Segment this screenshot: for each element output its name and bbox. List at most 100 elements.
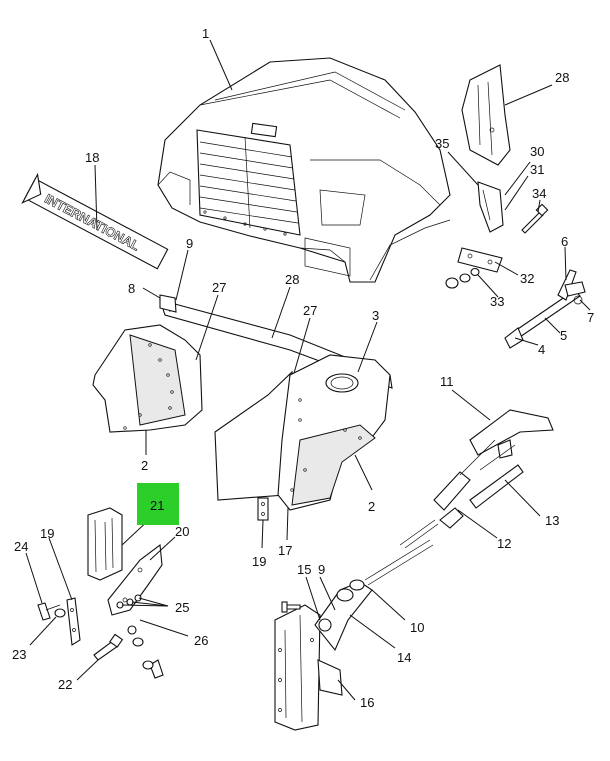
- leader-line: [94, 164, 98, 231]
- leader-line: [286, 507, 289, 541]
- latch-rod-assembly: [504, 269, 586, 349]
- leader-line: [131, 601, 169, 607]
- leader-line: [261, 519, 264, 549]
- callout-24: 24: [14, 539, 28, 554]
- leader-line: [354, 454, 373, 491]
- callout-2a: 2: [141, 458, 148, 473]
- callout-17: 17: [278, 543, 292, 558]
- callout-7: 7: [587, 310, 594, 325]
- leader-line: [149, 536, 176, 561]
- leader-line: [29, 616, 57, 646]
- callout-33: 33: [490, 294, 504, 309]
- leader-line: [305, 576, 321, 621]
- leader-line: [451, 389, 491, 421]
- leader-line: [25, 552, 43, 604]
- callout-2b: 2: [368, 499, 375, 514]
- decal-text: INTERNATIONAL: [42, 191, 142, 254]
- leader-line: [564, 246, 567, 281]
- bracket-19-center: [257, 497, 269, 521]
- callout-16: 16: [360, 695, 374, 710]
- callout-10: 10: [410, 620, 424, 635]
- callout-6: 6: [561, 234, 568, 249]
- callout-5: 5: [560, 328, 567, 343]
- callout-11: 11: [440, 374, 454, 389]
- pin-24: [37, 602, 61, 621]
- callout-labels: 1 28 18 35 30 31 34 9 8 27 28 27 3 32 6 …: [12, 26, 594, 710]
- callout-23: 23: [12, 647, 26, 662]
- callout-27a: 27: [212, 280, 226, 295]
- latch-lever-14: [314, 539, 434, 652]
- leader-line: [175, 249, 189, 301]
- leader-line: [121, 604, 169, 607]
- bolt-22: [93, 633, 124, 661]
- callout-19b: 19: [252, 554, 266, 569]
- leader-line: [319, 576, 336, 611]
- leader-line: [48, 537, 73, 601]
- leader-line: [477, 274, 499, 298]
- hood-tilt-arm: [469, 409, 554, 509]
- mounting-plate-32: [457, 247, 503, 273]
- leader-line: [195, 294, 219, 361]
- leader-line: [337, 679, 356, 701]
- leader-line: [139, 619, 189, 637]
- leader-line: [504, 161, 531, 196]
- callout-15: 15: [297, 562, 311, 577]
- leader-line: [271, 286, 291, 339]
- callout-25: 25: [175, 600, 189, 615]
- emblem-decal: INTERNATIONAL: [21, 172, 169, 270]
- leader-line: [537, 199, 541, 213]
- leader-line: [514, 337, 539, 346]
- left-inner-fender: [92, 324, 203, 433]
- callout-12: 12: [497, 536, 511, 551]
- leader-line: [504, 84, 553, 106]
- leader-line: [357, 321, 378, 373]
- bracket-19-left: [66, 597, 81, 646]
- leader-line: [447, 151, 479, 186]
- bolt-34: [521, 203, 549, 234]
- fasteners-25: [116, 594, 164, 679]
- leader-line: [504, 175, 529, 211]
- bolt-15: [281, 601, 301, 613]
- washers-33: [445, 267, 480, 289]
- callout-18: 18: [85, 150, 99, 165]
- latch-plate-20: [107, 543, 163, 616]
- leader-line: [544, 317, 561, 334]
- callout-28: 28: [555, 70, 569, 85]
- nut-23: [54, 608, 66, 618]
- callout-35: 35: [435, 136, 449, 151]
- latch-bracket-21: [87, 507, 123, 581]
- callout-9b: 9: [318, 562, 325, 577]
- callout-28b: 28: [285, 272, 299, 287]
- callout-22: 22: [58, 677, 72, 692]
- leader-line: [579, 299, 591, 311]
- callout-4: 4: [538, 342, 545, 357]
- leader-line: [209, 39, 233, 91]
- leader-line: [457, 509, 498, 539]
- leader-line: [494, 261, 519, 276]
- callout-1: 1: [202, 26, 209, 41]
- highlighted-callout-box: [137, 483, 179, 525]
- callout-8: 8: [128, 281, 135, 296]
- callout-14: 14: [397, 650, 411, 665]
- callout-30: 30: [530, 144, 544, 159]
- callout-20: 20: [175, 524, 189, 539]
- callout-19a: 19: [40, 526, 54, 541]
- callout-27b: 27: [303, 303, 317, 318]
- hinge-bracket-16: [274, 604, 343, 731]
- callout-9: 9: [186, 236, 193, 251]
- callout-13: 13: [545, 513, 559, 528]
- leader-line: [291, 317, 311, 381]
- callout-31: 31: [530, 162, 544, 177]
- callout-26: 26: [194, 633, 208, 648]
- leader-line: [76, 659, 99, 681]
- hood-part: [157, 57, 451, 283]
- leader-line: [371, 589, 406, 621]
- callout-34: 34: [532, 186, 546, 201]
- right-inner-fender: [277, 354, 391, 511]
- callout-21: 21: [150, 498, 164, 513]
- leader-line: [504, 479, 541, 517]
- gas-spring: [433, 439, 496, 529]
- support-bracket-assembly: [461, 64, 511, 233]
